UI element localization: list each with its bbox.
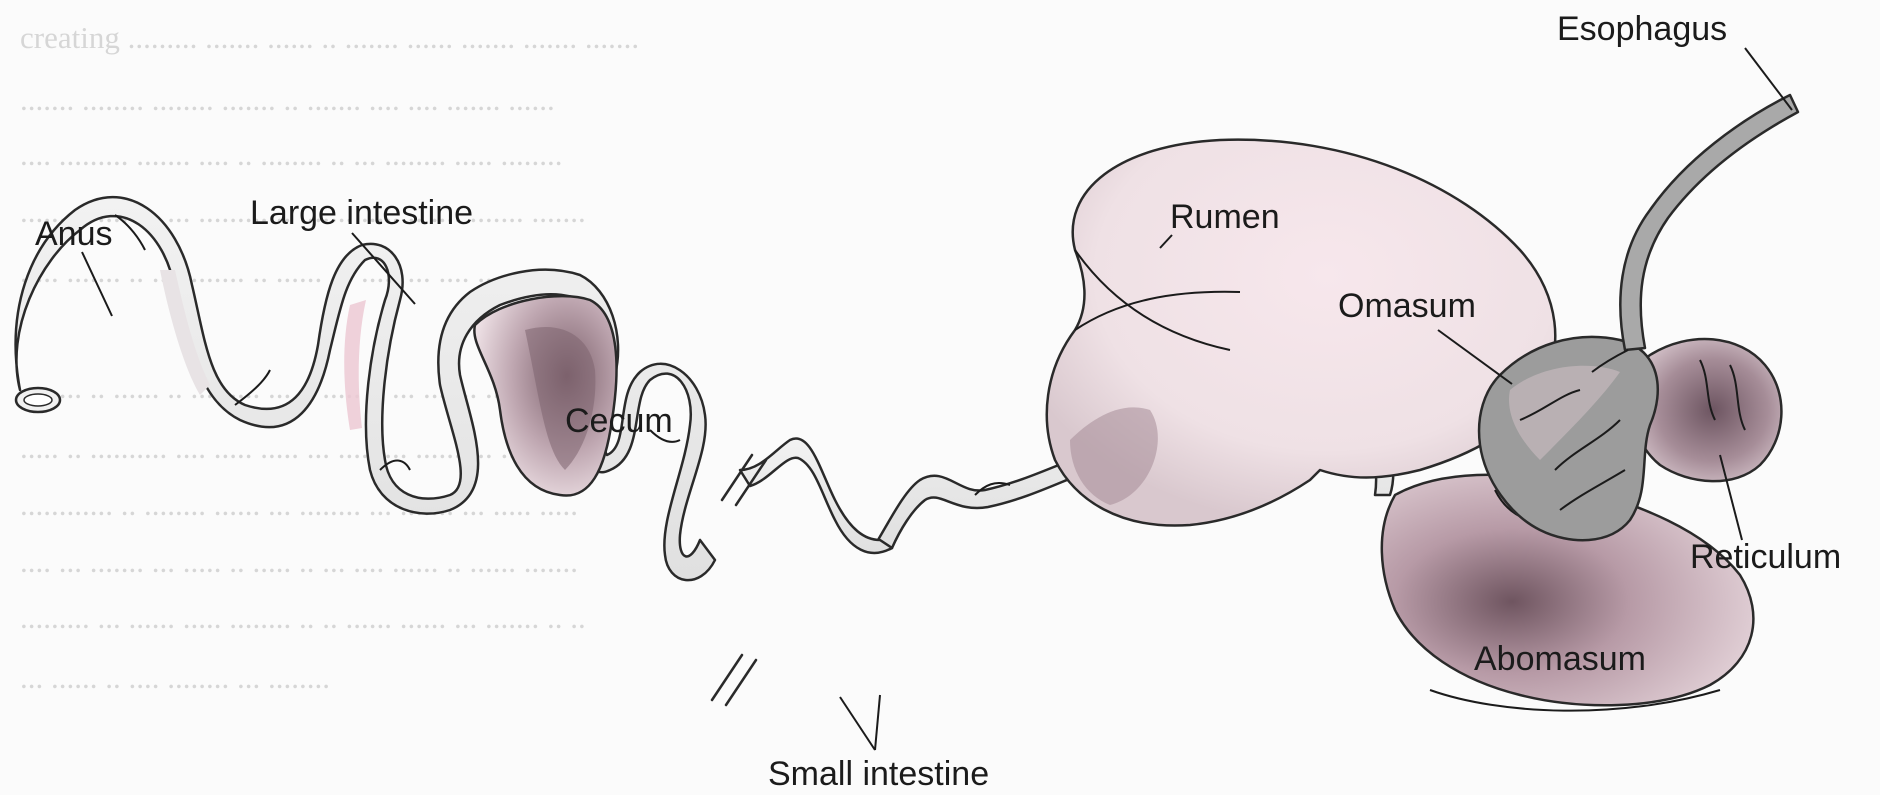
svg-text:............ .. ........ .....: ............ .. ........ ...... ... ....… xyxy=(20,487,578,522)
esophagus xyxy=(1592,95,1798,372)
svg-text:..... .. .......... .... .....: ..... .. .......... .... ..... ..... ...… xyxy=(20,430,563,465)
label-esophagus: Esophagus xyxy=(1557,10,1727,48)
svg-text:creating ......... ....... ...: creating ......... ....... ...... .. ...… xyxy=(20,20,639,55)
label-rumen: Rumen xyxy=(1170,198,1280,236)
label-large-intestine: Large intestine xyxy=(250,194,473,232)
label-reticulum: Reticulum xyxy=(1690,538,1841,576)
svg-text:.... ......... ....... .... ..: .... ......... ....... .... .. ........ … xyxy=(20,137,563,172)
svg-text:....... ........ ........ ....: ....... ........ ........ ....... .. ...… xyxy=(20,82,555,117)
svg-text:.... ... ....... ... ..... ..: .... ... ....... ... ..... .. ..... .. .… xyxy=(20,544,578,579)
svg-text:......... ... ...... ..... ...: ......... ... ...... ..... ........ .. .… xyxy=(20,600,586,635)
label-cecum: Cecum xyxy=(565,402,673,440)
label-abomasum: Abomasum xyxy=(1474,640,1646,678)
label-anus: Anus xyxy=(35,215,113,253)
label-small-intestine: Small intestine xyxy=(768,755,989,793)
rumen xyxy=(1047,140,1555,526)
svg-text:... ...... .. .... ........ ..: ... ...... .. .... ........ ... ........ xyxy=(20,660,330,695)
break-marks xyxy=(712,455,766,705)
label-omasum: Omasum xyxy=(1338,287,1476,325)
